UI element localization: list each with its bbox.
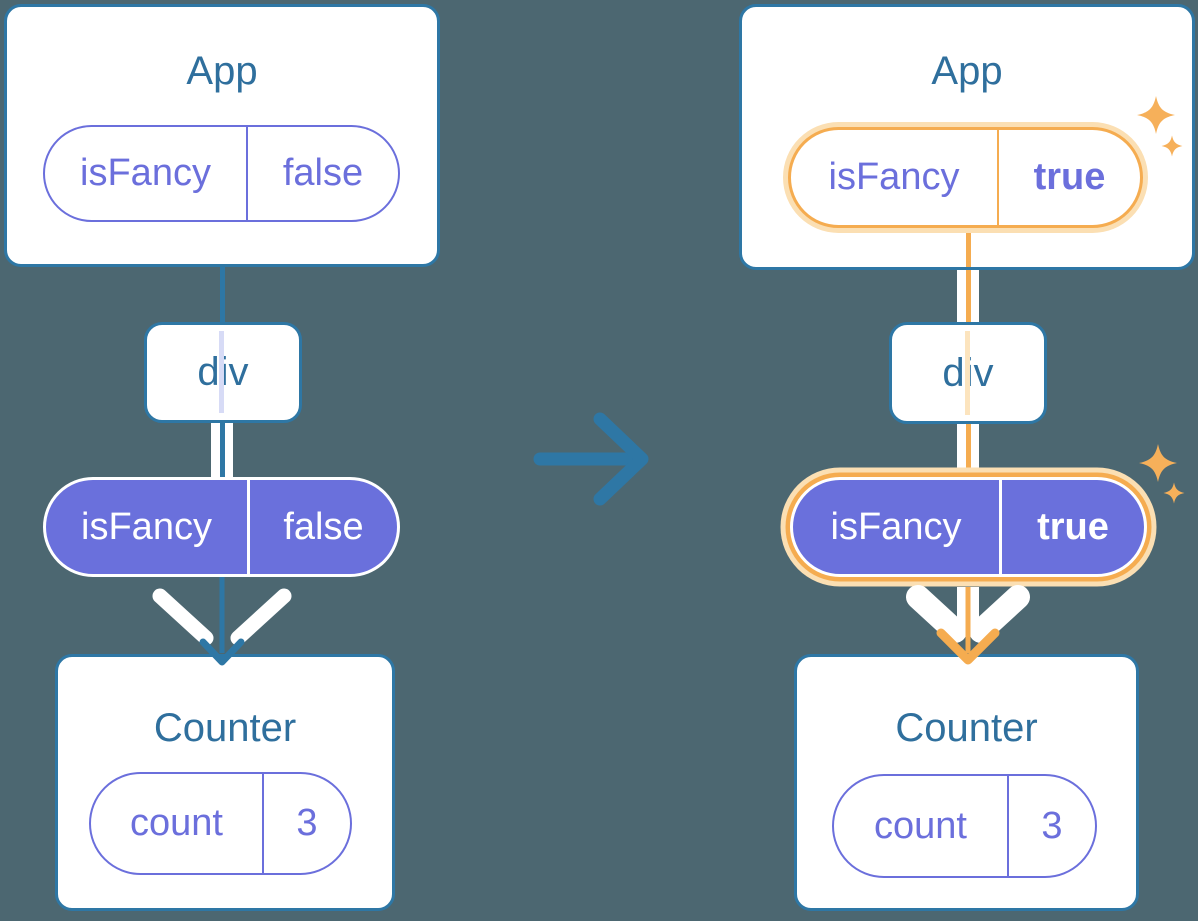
sparkle-icon — [1163, 482, 1185, 504]
state-pill: isFancy false — [43, 125, 400, 222]
div-component-card-left: div — [144, 322, 302, 423]
connector-app-to-div-left — [219, 266, 225, 324]
sparkle-icon — [1139, 444, 1177, 482]
down-arrow-icon-highlighted — [906, 585, 1030, 665]
faint-prop-line — [965, 331, 970, 415]
state-value: true — [1033, 156, 1106, 198]
state-key: count — [91, 774, 264, 873]
state-pill: count 3 — [89, 772, 352, 875]
down-arrow-icon — [152, 577, 292, 666]
component-title: App — [186, 49, 258, 93]
state-value: 3 — [1041, 804, 1063, 847]
component-title: Counter — [895, 706, 1038, 750]
transition-arrow-icon — [533, 412, 649, 506]
component-title: App — [931, 49, 1003, 93]
state-value: 3 — [296, 802, 318, 844]
state-pill: count 3 — [832, 774, 1097, 878]
prop-pill-right-highlighted: isFancy true — [790, 477, 1147, 577]
prop-line-highlighted — [965, 217, 971, 267]
state-key: isFancy — [791, 130, 999, 225]
faint-prop-line — [219, 331, 224, 413]
state-pill-highlighted: isFancy true — [788, 127, 1143, 228]
prop-value: true — [1037, 505, 1109, 548]
sparkle-icon — [1161, 135, 1183, 157]
component-title: Counter — [153, 706, 297, 750]
state-key: isFancy — [45, 127, 248, 220]
connector-app-to-div-right — [957, 268, 979, 323]
connector-div-to-prop-right — [957, 422, 979, 478]
prop-pill-left: isFancy false — [43, 477, 400, 577]
state-key: count — [834, 776, 1009, 876]
prop-line-highlighted — [965, 422, 971, 478]
connector-div-to-prop-left — [211, 420, 233, 479]
prop-line — [219, 420, 225, 479]
prop-line-highlighted — [965, 268, 971, 323]
prop-value: false — [283, 505, 364, 548]
div-component-card-right: div — [889, 322, 1047, 424]
prop-key: isFancy — [793, 480, 1002, 574]
app-component-card-left: App isFancy false — [4, 4, 440, 267]
app-component-card-right: App isFancy true — [739, 4, 1195, 270]
counter-component-card-right: Counter count 3 — [794, 654, 1139, 911]
prop-key: isFancy — [46, 480, 250, 574]
sparkle-icon — [1137, 96, 1175, 134]
state-value: false — [282, 152, 364, 194]
counter-component-card-left: Counter count 3 — [55, 654, 395, 911]
